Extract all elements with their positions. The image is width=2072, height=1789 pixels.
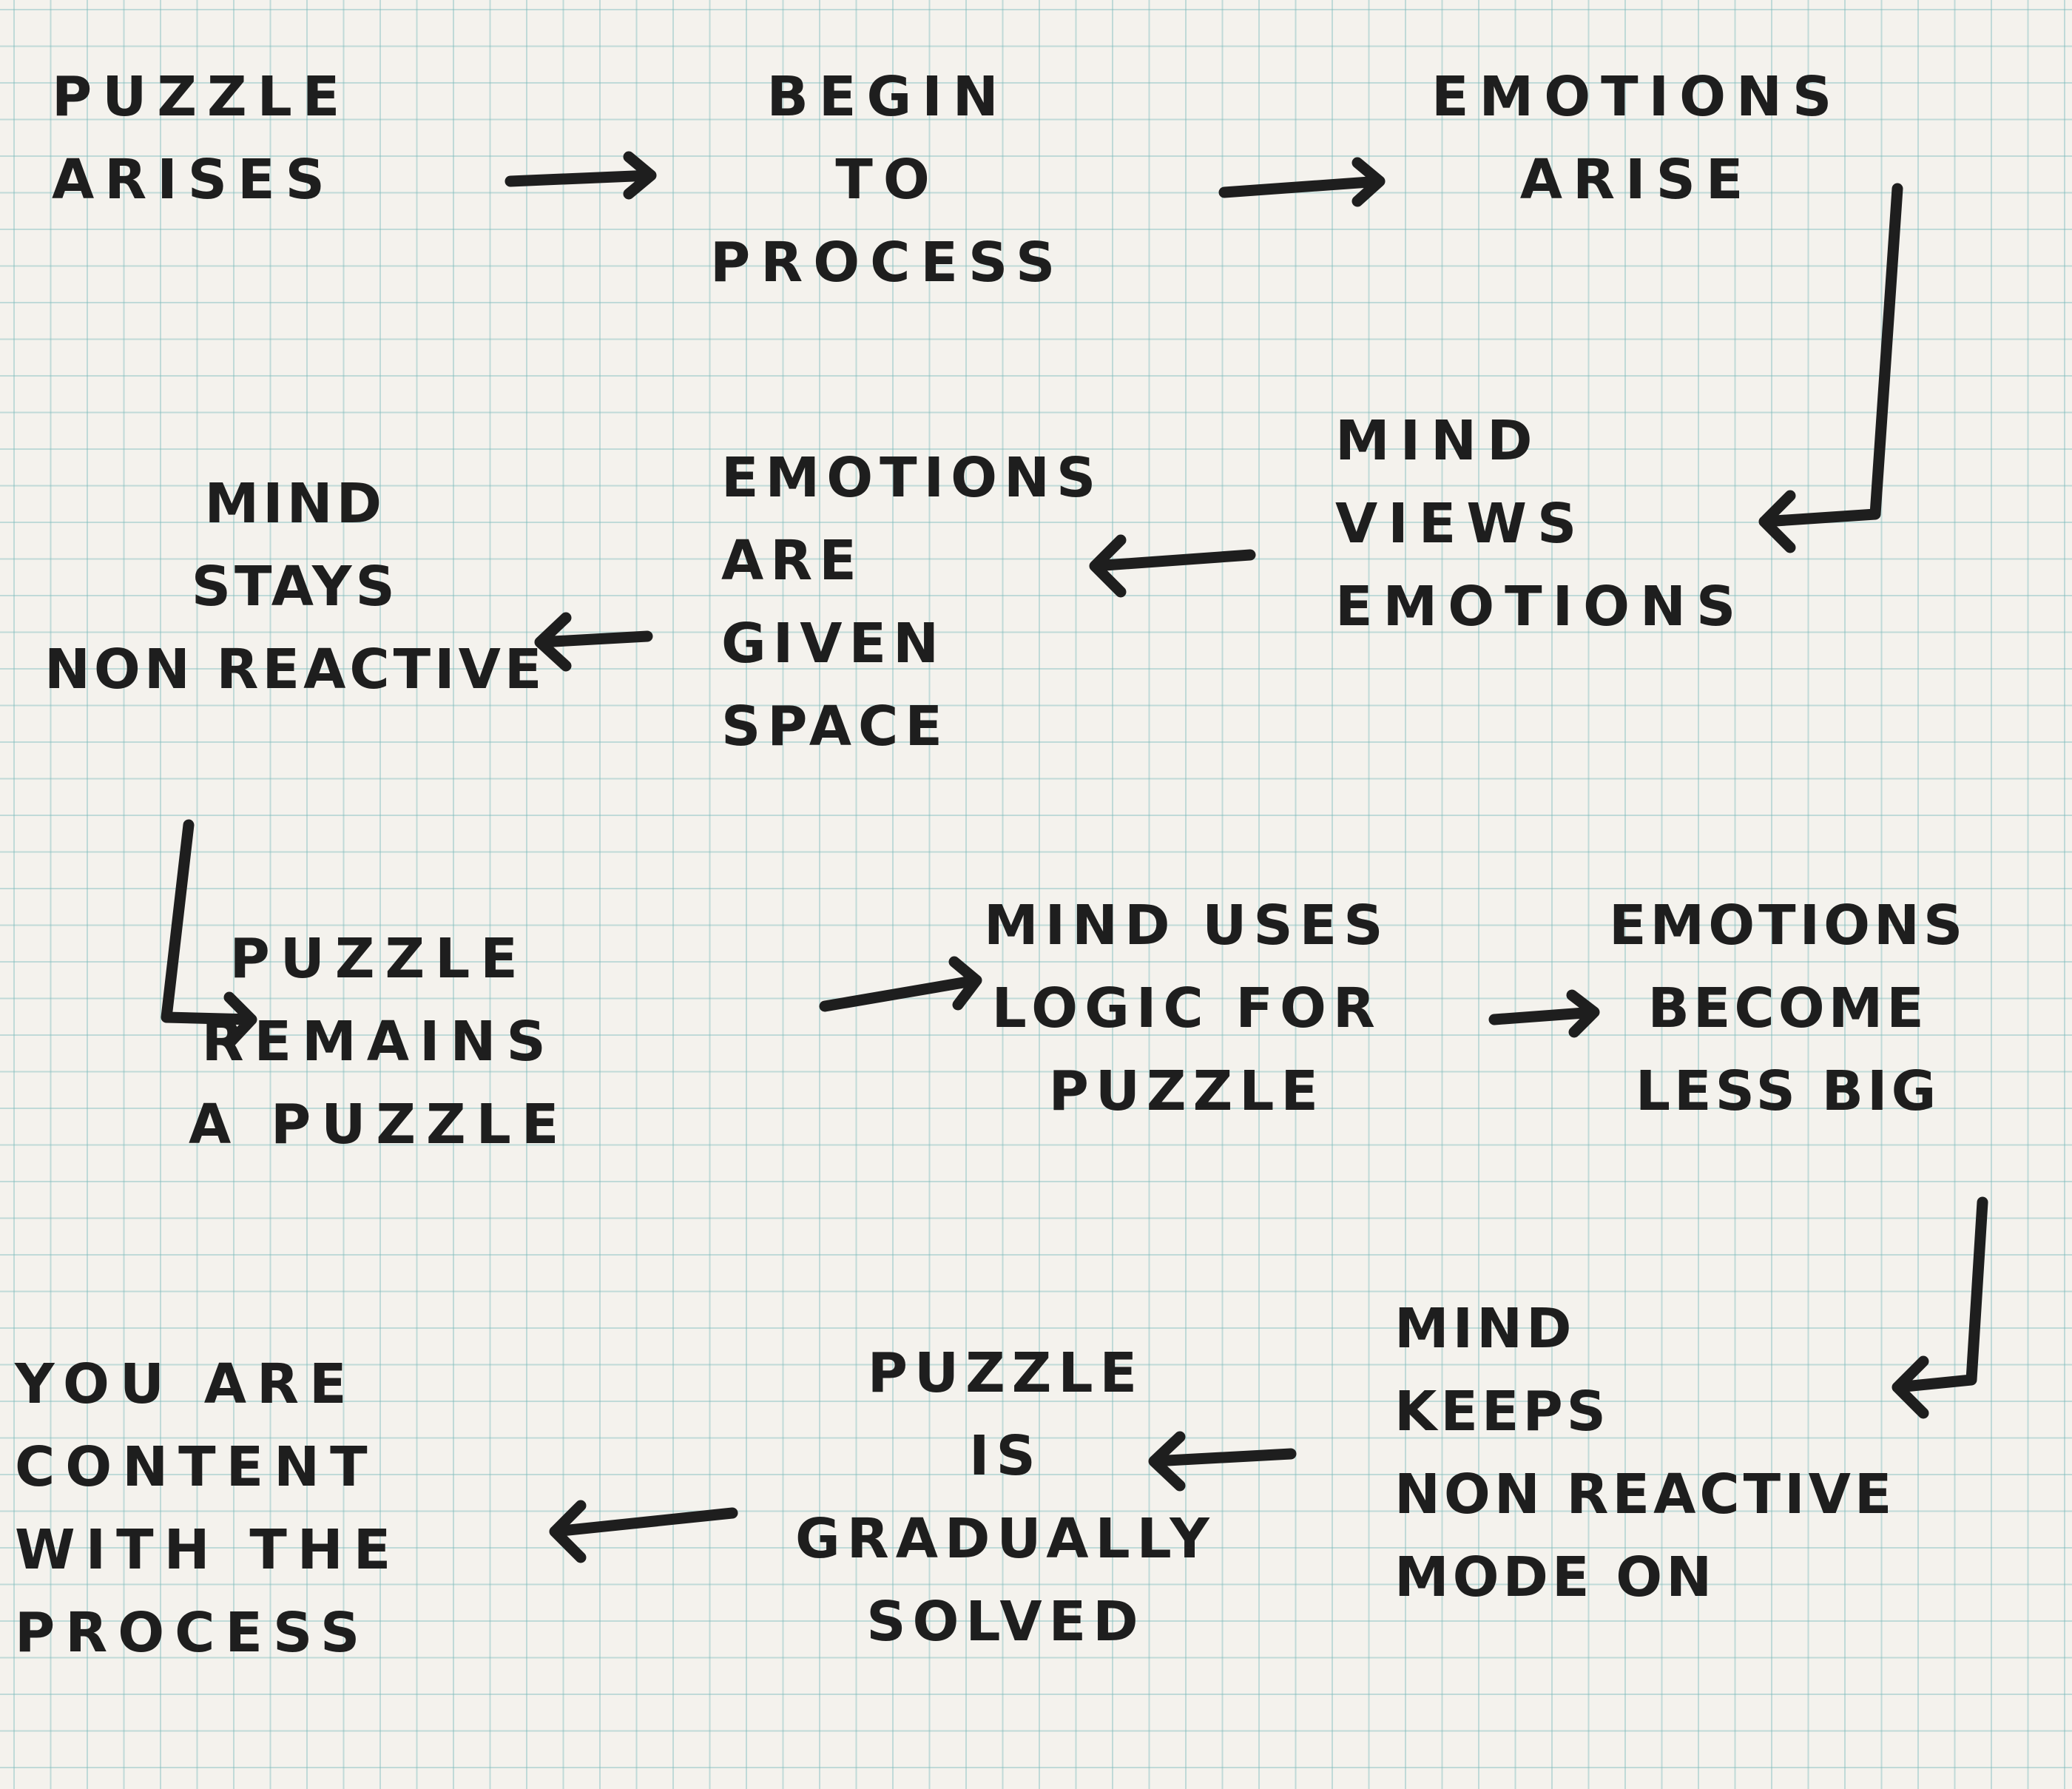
node-mind-views-emotions: MIND VIEWS EMOTIONS <box>1335 409 1747 639</box>
node-puzzle-gradually-solved: PUZZLE IS GRADUALLY SOLVED <box>795 1341 1216 1654</box>
node-begin-to-process: BEGIN TO PROCESS <box>710 65 1066 294</box>
node-puzzle-remains-a-puzzle: PUZZLE REMAINS A PUZZLE <box>189 927 570 1156</box>
node-mind-keeps-non-reactive: MIND KEEPS NON REACTIVE MODE ON <box>1394 1297 1896 1609</box>
node-mind-uses-logic: MIND USES LOGIC FOR PUZZLE <box>984 894 1390 1123</box>
node-emotions-arise: EMOTIONS ARISE <box>1431 65 1843 212</box>
node-content-with-process: YOU ARE CONTENT WITH THE PROCESS <box>15 1352 402 1665</box>
node-puzzle-arises: PUZZLE ARISES <box>52 65 351 212</box>
node-emotions-become-less-big: EMOTIONS BECOME LESS BIG <box>1609 894 1967 1123</box>
node-mind-stays-non-reactive: MIND STAYS NON REACTIVE <box>44 472 546 701</box>
node-emotions-are-given-space: EMOTIONS ARE GIVEN SPACE <box>721 446 1103 758</box>
